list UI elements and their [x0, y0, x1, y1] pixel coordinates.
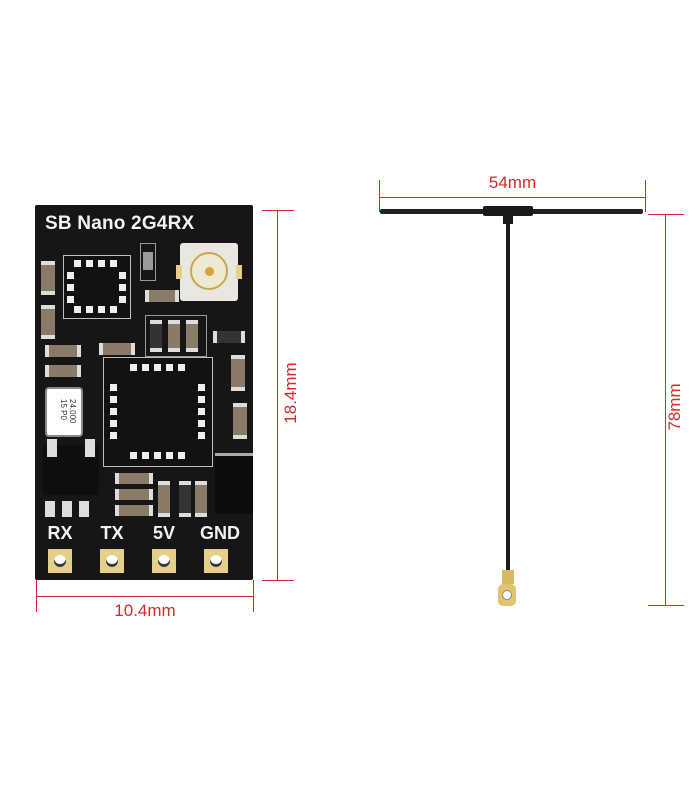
crystal-code: 15 P0	[59, 399, 68, 420]
antenna-width-label: 54mm	[488, 173, 537, 192]
resistor	[115, 489, 153, 500]
diode-component	[215, 453, 253, 514]
crystal-oscillator: 24.000 15 P0	[45, 387, 83, 437]
pin-label-5v: 5V	[152, 523, 176, 543]
resistor	[158, 481, 170, 517]
receiver-board: SB Nano 2G4RX 24.000 15 P0	[35, 205, 253, 580]
solder-pad-tx	[100, 549, 124, 573]
mcu-chip	[103, 357, 213, 467]
resistor	[115, 473, 153, 484]
resistor	[99, 343, 135, 355]
pin-label-rx: RX	[47, 523, 73, 543]
receiver-width-line	[36, 596, 254, 597]
qfn-chip-small	[63, 255, 131, 319]
receiver-height-label: 18.4mm	[281, 362, 300, 424]
antenna-width-line	[379, 197, 646, 198]
resistor	[45, 345, 81, 357]
resistor	[233, 403, 247, 439]
pin-label-tx: TX	[100, 523, 124, 543]
antenna-t-stem	[503, 212, 513, 224]
component-group	[145, 315, 207, 357]
resistor	[115, 505, 153, 516]
ufl-connector	[176, 243, 242, 301]
crystal-freq: 24.000	[68, 399, 77, 424]
antenna-cable	[506, 222, 510, 572]
dimension-tick	[262, 580, 294, 581]
resistor	[179, 481, 191, 517]
resistor	[41, 305, 55, 339]
solder-pad-rx	[48, 549, 72, 573]
antenna-length-label: 78mm	[665, 383, 684, 431]
resistor	[41, 261, 55, 295]
ufl-plug	[498, 584, 516, 606]
pin-label-gnd: GND	[200, 523, 240, 543]
ufl-plug-collar	[502, 570, 514, 584]
solder-pad-gnd	[204, 549, 228, 573]
dimension-tick	[648, 605, 684, 606]
board-title: SB Nano 2G4RX	[45, 213, 195, 234]
resistor	[195, 481, 207, 517]
dimension-tick	[648, 214, 684, 215]
antenna-t-junction	[483, 206, 533, 216]
resistor	[145, 290, 179, 302]
dimension-tick	[262, 210, 294, 211]
component-outline	[140, 243, 156, 281]
dimension-tick	[379, 180, 380, 212]
resistor	[213, 331, 245, 343]
solder-pad-5v	[152, 549, 176, 573]
resistor	[45, 365, 81, 377]
dimension-tick	[645, 180, 646, 212]
resistor	[231, 355, 245, 391]
voltage-regulator	[43, 439, 99, 495]
receiver-height-line	[277, 210, 278, 580]
receiver-width-label: 10.4mm	[114, 601, 176, 620]
antenna-length-line	[665, 214, 666, 605]
